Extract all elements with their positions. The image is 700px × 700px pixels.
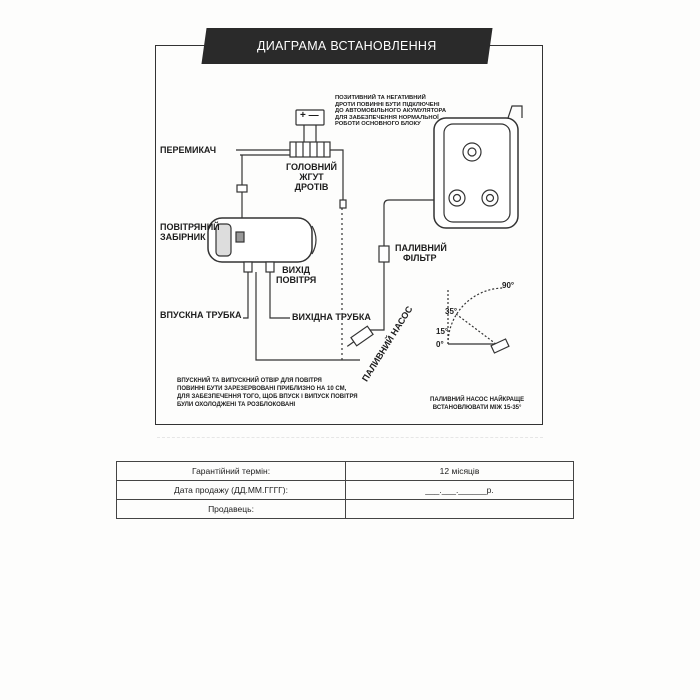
angle-35-label: 35° [445, 307, 458, 316]
sale-date-value: ___.___.______р. [345, 480, 574, 500]
fuel-filter-label: ПАЛИВНИЙ ФІЛЬТР [395, 243, 447, 263]
fuel-pump-icon [346, 325, 374, 347]
battery-icon [295, 109, 325, 126]
table-row: Дата продажу (ДД.ММ.ГГГГ): ___.___._____… [116, 480, 574, 500]
table-row: Продавець: [116, 499, 574, 519]
fuel-tank-icon [433, 117, 519, 229]
air-outlet-label: ВИХІД ПОВІТРЯ [276, 265, 317, 285]
angle-15-label: 15° [436, 327, 449, 336]
intake-pipe-label: ВПУСКНА ТРУБКА [160, 310, 242, 320]
angle-90-label: 90° [502, 281, 515, 290]
heater-unit-icon [207, 217, 313, 263]
angle-arc [447, 287, 505, 345]
exhaust-pipe-label: ВИХІДНА ТРУБКА [292, 312, 371, 322]
divider [157, 437, 543, 438]
fuel-filter-icon [378, 245, 390, 263]
air-intake-label: ПОВІТРЯНИЙ ЗАБІРНИК [160, 222, 220, 242]
bottom-note: ВПУСКНИЙ ТА ВИПУСКНИЙ ОТВІР ДЛЯ ПОВІТРЯ … [177, 378, 358, 408]
switch-label: ПЕРЕМИКАЧ [160, 145, 217, 155]
warranty-term-value: 12 місяців [345, 461, 574, 481]
sale-date-label: Дата продажу (ДД.ММ.ГГГГ): [116, 480, 346, 500]
table-row: Гарантійний термін: 12 місяців [116, 461, 574, 481]
pump-angle-note: ПАЛИВНИЙ НАСОС НАЙКРАЩЕ ВСТАНОВЛЮВАТИ МІ… [430, 397, 525, 411]
harness-label: ГОЛОВНИЙ ЖГУТ ДРОТІВ [286, 162, 338, 192]
seller-label: Продавець: [116, 499, 346, 519]
battery-note: ПОЗИТИВНИЙ ТА НЕГАТИВНИЙ ДРОТИ ПОВИННІ Б… [335, 95, 447, 128]
angle-0-label: 0° [436, 340, 444, 349]
seller-value [345, 499, 574, 519]
switch-connector-icon [236, 184, 248, 193]
warranty-table: Гарантійний термін: 12 місяців Дата прод… [116, 461, 574, 519]
battery-symbol: + — [300, 110, 319, 121]
warranty-term-label: Гарантійний термін: [116, 461, 346, 481]
